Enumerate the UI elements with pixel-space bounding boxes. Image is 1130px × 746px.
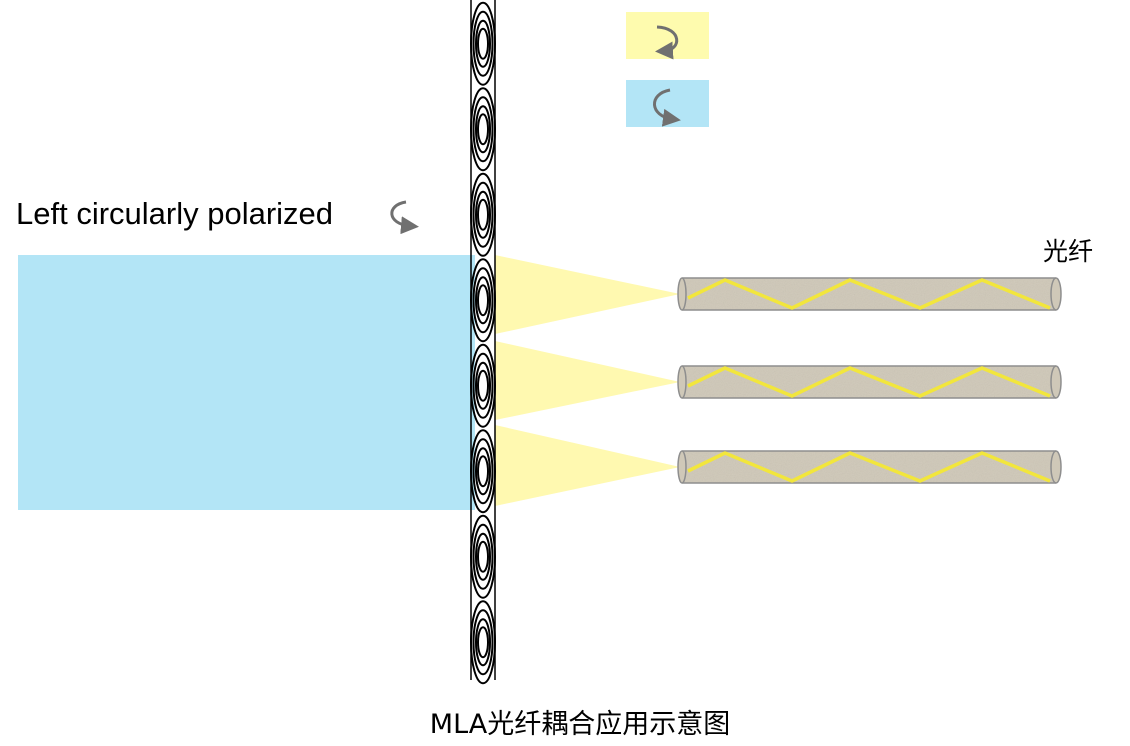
- microlens: [470, 258, 496, 343]
- light-path: [687, 366, 1051, 398]
- microlens: [470, 343, 496, 428]
- polarization-arrow-icon: [390, 200, 419, 235]
- fiber-label: 光纤: [1043, 237, 1094, 266]
- microlens: [470, 1, 496, 86]
- focus-cone: [495, 341, 680, 420]
- light-path: [687, 451, 1051, 483]
- optical-fiber: [677, 450, 1062, 484]
- focus-cones: [495, 255, 680, 506]
- microlens-array: [470, 0, 496, 685]
- microlens: [470, 600, 496, 685]
- microlens: [470, 172, 496, 257]
- light-path: [687, 278, 1051, 310]
- optical-fibers: [677, 277, 1062, 484]
- optical-fiber: [677, 365, 1062, 399]
- optical-fiber: [677, 277, 1062, 311]
- microlens: [470, 87, 496, 172]
- rotation-arrow-counterclockwise-icon: [653, 88, 681, 127]
- focus-cone: [495, 425, 680, 506]
- figure-caption: MLA光纤耦合应用示意图: [429, 709, 731, 740]
- polarization-label: Left circularly polarized: [16, 196, 334, 231]
- incident-beam: [18, 255, 475, 510]
- focus-cone: [495, 255, 680, 334]
- legend-swatch-blue: [626, 80, 709, 127]
- microlens: [470, 514, 496, 599]
- rotation-arrow-clockwise-icon: [655, 25, 679, 60]
- microlens: [470, 429, 496, 514]
